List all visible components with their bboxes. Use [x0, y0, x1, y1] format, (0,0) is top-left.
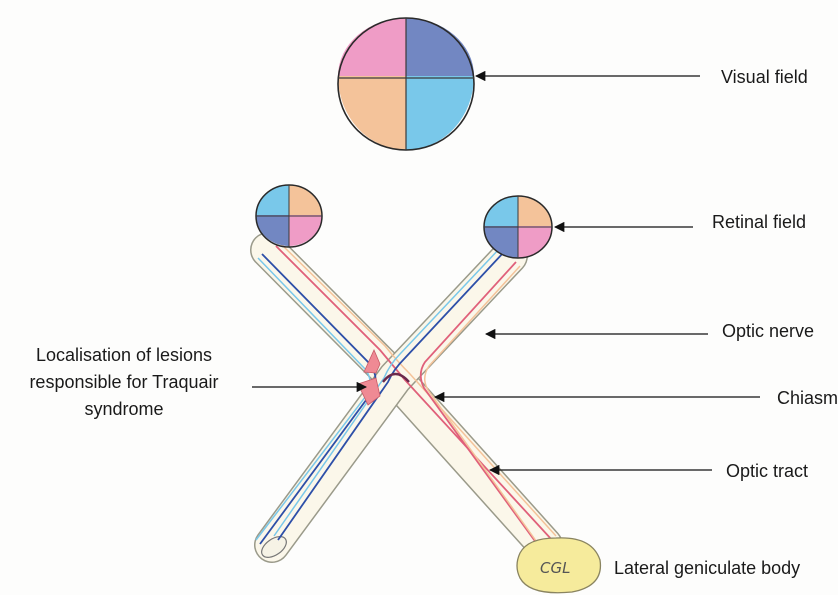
label-lesion-line1: Localisation of lesions [36, 345, 212, 365]
lateral-geniculate-body-shape: CGL [517, 538, 600, 593]
label-visual-field: Visual field [721, 67, 808, 87]
visual-field-quadrant-lower-left [338, 76, 406, 150]
visual-field-circle [338, 18, 474, 150]
label-lesion-line2: responsible for Traquair [29, 372, 218, 392]
visual-field-quadrant-lower-right [406, 76, 474, 150]
label-chiasma: Chiasma [777, 388, 838, 408]
label-optic-tract: Optic tract [726, 461, 808, 481]
label-lesion-line3: syndrome [84, 399, 163, 419]
label-retinal-field: Retinal field [712, 212, 806, 232]
cgl-label: CGL [540, 559, 570, 577]
retinal-field-left [256, 185, 322, 247]
label-lateral-geniculate-body: Lateral geniculate body [614, 558, 800, 578]
retinal-field-right [484, 196, 552, 258]
label-optic-nerve: Optic nerve [722, 321, 814, 341]
